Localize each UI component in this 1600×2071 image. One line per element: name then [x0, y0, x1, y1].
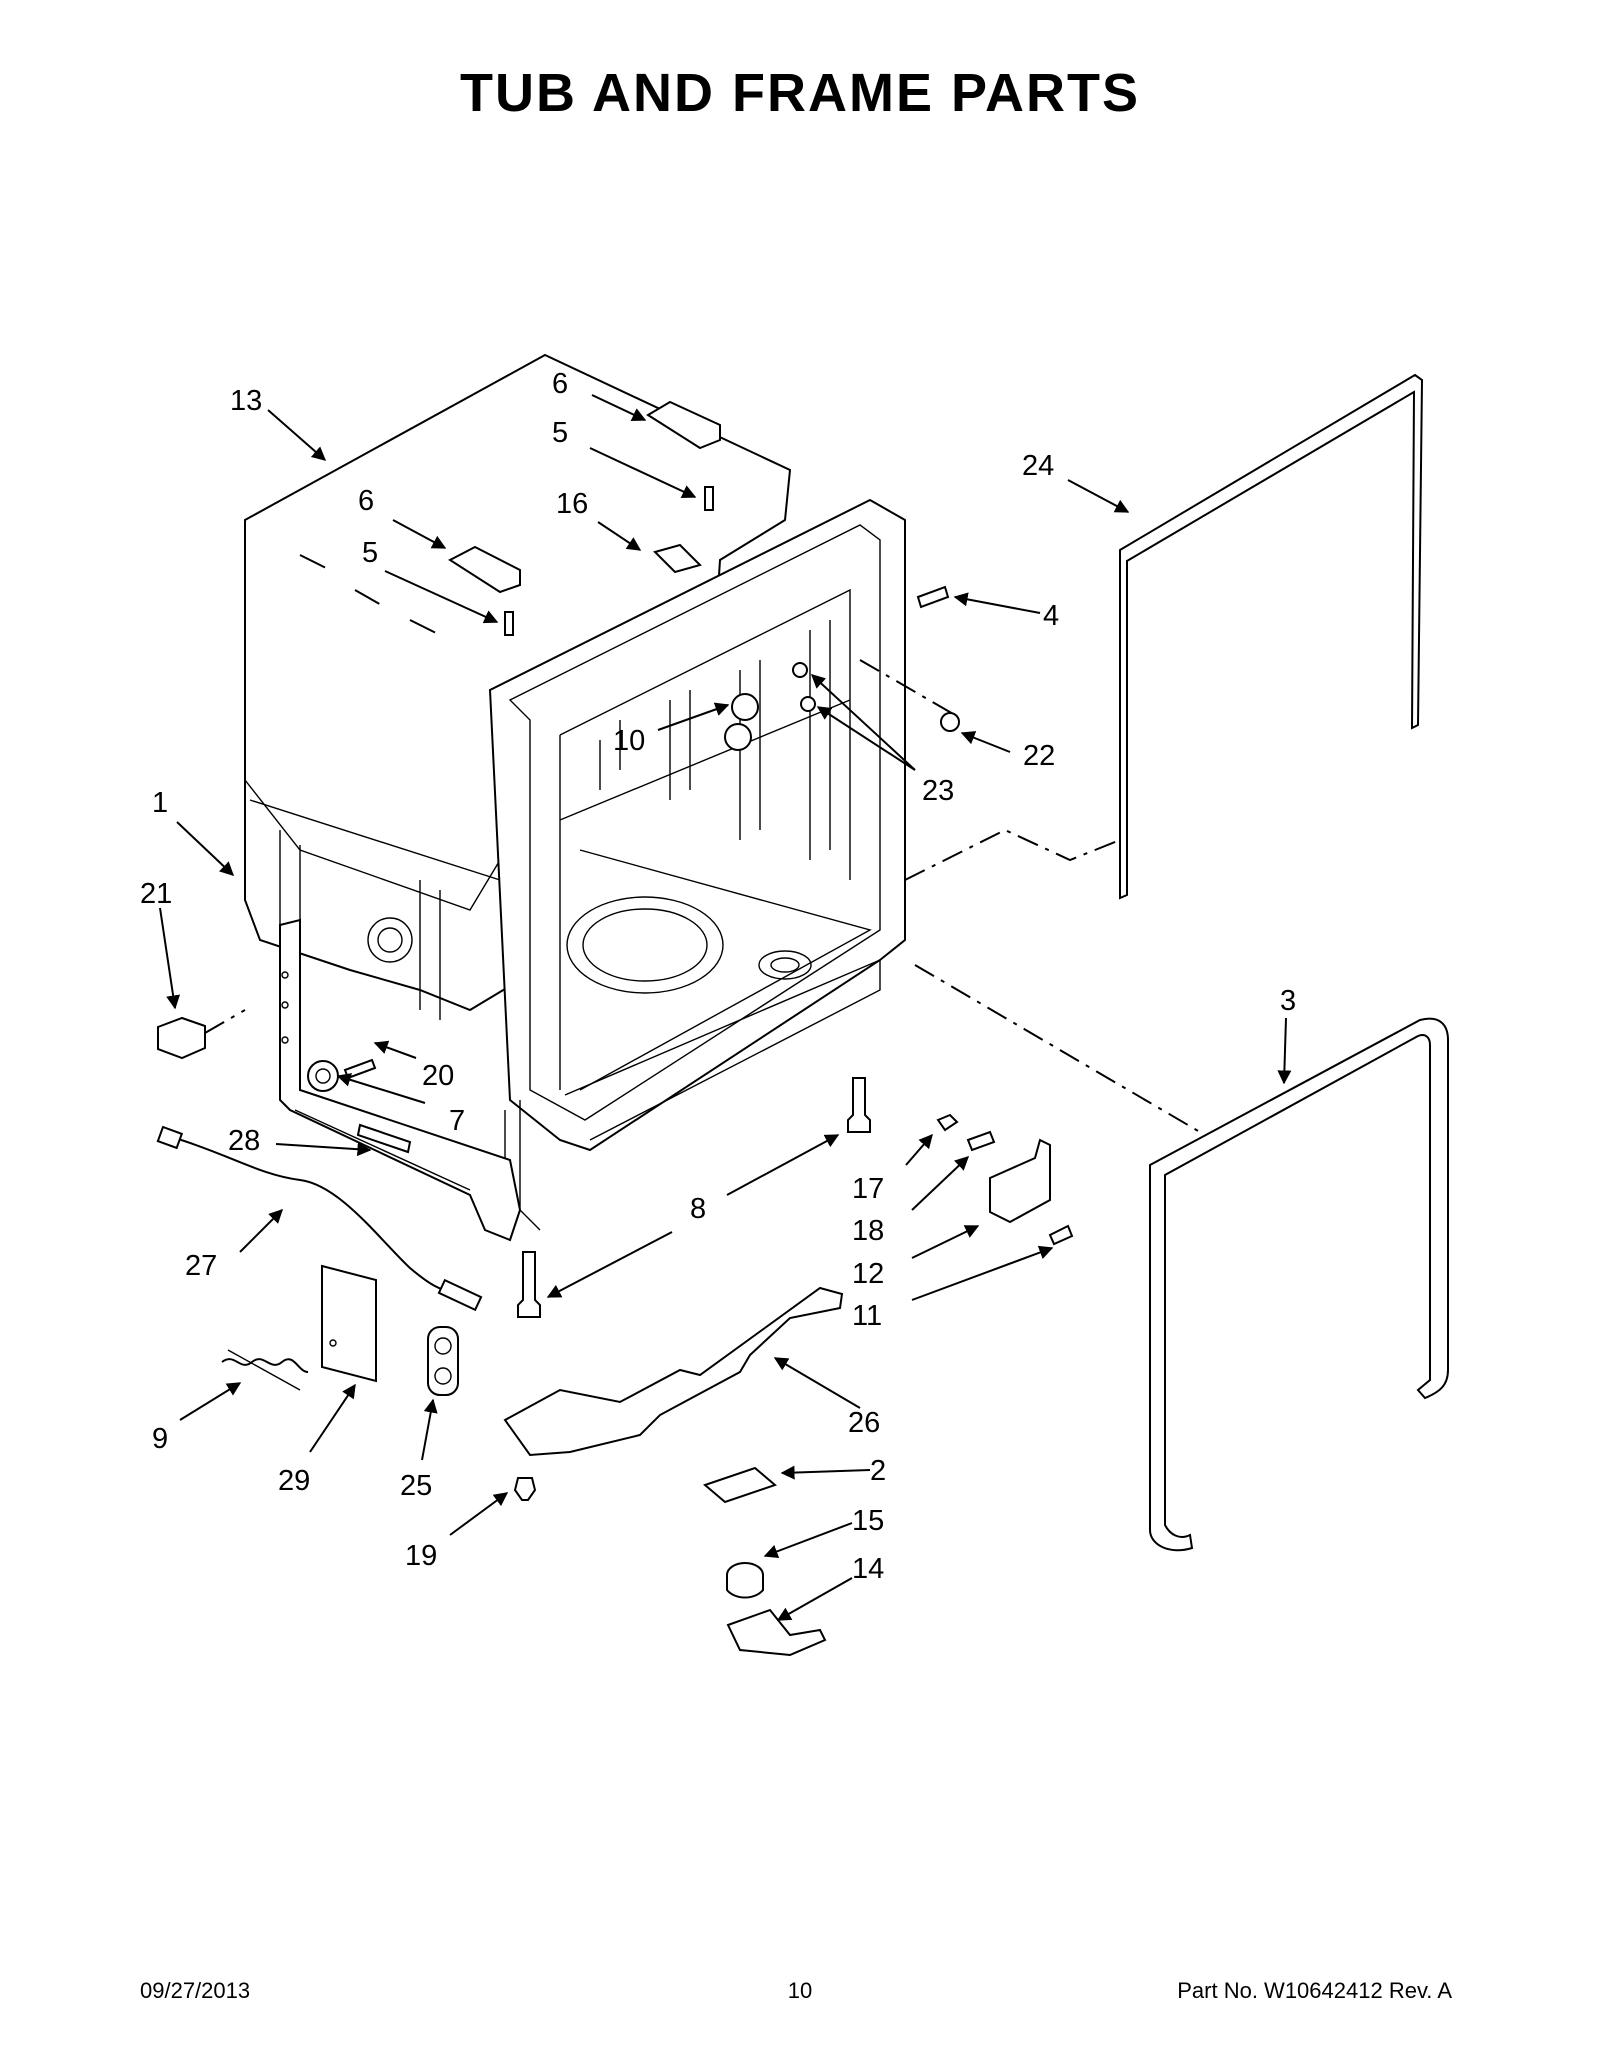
- callout-23: 23: [922, 775, 954, 807]
- tub-assembly: [244, 353, 906, 1231]
- callout-7: 7: [449, 1105, 465, 1137]
- callout-28: 28: [228, 1125, 260, 1157]
- part-27-cable: [156, 1125, 483, 1312]
- part-21-grommet: [157, 1016, 206, 1060]
- callout-15: 15: [852, 1505, 884, 1537]
- part-17-clip: [936, 1113, 959, 1132]
- part-26-base-plate: [503, 1286, 844, 1457]
- callout-16: 16: [556, 488, 588, 520]
- callout-22: 22: [1023, 740, 1055, 772]
- callout-18: 18: [852, 1215, 884, 1247]
- callout-26: 26: [848, 1407, 880, 1439]
- part-16-clip: [653, 543, 702, 574]
- part-23-washers: [792, 662, 816, 712]
- part-6-hinge-left: [448, 545, 521, 594]
- part-25-hinge-bracket: [427, 1326, 459, 1396]
- part-4-screw: [916, 585, 950, 609]
- callout-24: 24: [1022, 450, 1054, 482]
- part-11-screw: [1048, 1224, 1074, 1246]
- part-19-clip: [513, 1477, 537, 1501]
- footer-page-number: 10: [787, 1978, 813, 2003]
- callout-25: 25: [400, 1470, 432, 1502]
- callout-6-left: 6: [358, 485, 374, 517]
- callout-2: 2: [870, 1455, 886, 1487]
- callout-11: 11: [852, 1300, 882, 1332]
- callout-1: 1: [152, 787, 168, 819]
- part-15-thermostat: [726, 1562, 764, 1599]
- callout-17: 17: [852, 1173, 884, 1205]
- part-9-spring: [221, 1349, 309, 1391]
- footer-part-number: Part No. W10642412 Rev. A: [1177, 1978, 1452, 2003]
- part-29-label: [321, 1264, 377, 1383]
- callout-4: 4: [1043, 600, 1059, 632]
- callout-8: 8: [690, 1193, 706, 1225]
- callout-9: 9: [152, 1423, 168, 1455]
- part-14-bracket: [726, 1608, 827, 1657]
- part-20-screw: [343, 1058, 377, 1080]
- part-2-pad: [703, 1466, 777, 1504]
- part-8-leveling-legs: [517, 1077, 871, 1318]
- part-7-valve: [307, 1060, 339, 1092]
- callout-19: 19: [405, 1540, 437, 1572]
- footer-date: 09/27/2013: [140, 1978, 251, 2003]
- leader-lines: [159, 394, 1292, 1621]
- part-22-plug: [940, 712, 960, 732]
- callout-10: 10: [613, 725, 645, 757]
- callout-12: 12: [852, 1258, 884, 1290]
- callout-3: 3: [1280, 985, 1296, 1017]
- part-6-hinge-top: [646, 400, 721, 450]
- callout-20: 20: [422, 1060, 454, 1092]
- callout-27: 27: [185, 1250, 217, 1282]
- part-5-screw-top: [704, 486, 714, 511]
- callout-5-top: 5: [552, 417, 568, 449]
- callout-13: 13: [230, 385, 262, 417]
- part-3-tub-gasket-bottom: [1149, 1017, 1449, 1552]
- part-12-bracket: [989, 1138, 1051, 1224]
- callout-6-top: 6: [552, 368, 568, 400]
- callout-14: 14: [852, 1553, 884, 1585]
- part-10-bumpers: [724, 693, 759, 751]
- part-24-tub-gasket-top: [1119, 373, 1424, 900]
- part-18-screw: [966, 1130, 996, 1152]
- part-5-screw-left: [504, 611, 514, 636]
- callout-29: 29: [278, 1465, 310, 1497]
- callout-21: 21: [140, 878, 172, 910]
- page-title: TUB AND FRAME PARTS: [460, 63, 1140, 123]
- base-bracket: [279, 918, 522, 1242]
- callout-5-left: 5: [362, 537, 378, 569]
